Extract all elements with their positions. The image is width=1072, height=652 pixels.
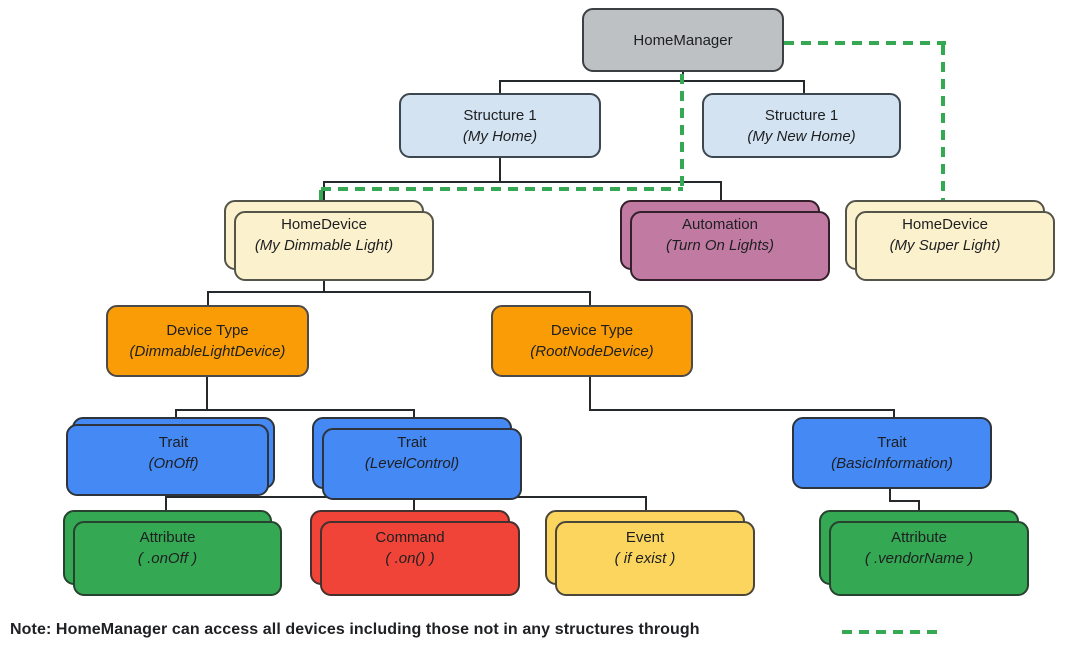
connector [207,292,209,305]
connector [720,182,722,200]
connector [889,500,920,502]
dashed-link-legend [842,630,940,634]
node-title: Attribute [139,528,196,546]
node-subtitle: (My Dimmable Light) [254,237,394,254]
connector [589,292,591,305]
node-title: Structure 1 [463,106,537,124]
dashed-link [321,187,683,191]
node-title: Attribute [891,528,947,546]
connector [589,377,591,410]
node-attribute-onoff: Attribute ( .onOff ) [63,510,272,585]
node-subtitle: ( .vendorName ) [864,549,974,567]
node-trait-basicinfo: Trait (BasicInformation) [792,417,992,489]
node-subtitle: (Turn On Lights) [665,237,775,254]
node-home-device-dimmable: HomeDevice (My Dimmable Light) [224,200,424,270]
node-title: HomeManager [633,31,733,49]
node-subtitle: ( .onOff ) [137,549,198,567]
dashed-link [680,74,684,188]
note-text: Note: HomeManager can access all devices… [10,621,700,638]
node-title: Trait [877,434,907,451]
connector [499,81,501,93]
node-subtitle: (OnOff) [148,455,199,472]
node-subtitle: ( if exist ) [614,549,676,567]
connector [645,497,647,510]
connector [207,291,591,293]
connector [589,409,895,411]
node-device-type-dimmable: Device Type (DimmableLightDevice) [106,305,309,377]
node-subtitle: (LevelControl) [364,455,460,472]
dashed-link [784,41,946,45]
node-structure-my-new-home: Structure 1 (My New Home) [702,93,901,158]
node-title: Command [375,528,445,546]
dashed-link [941,45,945,200]
node-trait-onoff: Trait (OnOff) [72,417,275,489]
node-subtitle: (My Super Light) [889,237,1001,254]
connector [413,410,415,417]
node-title: HomeDevice [902,216,988,233]
node-subtitle: (RootNodeDevice) [530,343,654,360]
connector [175,410,177,417]
node-title: HomeDevice [281,216,367,233]
node-subtitle: (DimmableLightDevice) [129,343,286,360]
connector [499,158,501,182]
node-attribute-vendorname: Attribute ( .vendorName ) [819,510,1019,585]
node-command-on: Command ( .on() ) [310,510,510,585]
connector [803,81,805,93]
connector [918,501,920,510]
connector [889,489,891,502]
node-subtitle: ( .on() ) [385,549,435,567]
node-subtitle: (BasicInformation) [831,455,953,472]
node-subtitle: (My Home) [462,127,538,145]
node-structure-my-home: Structure 1 (My Home) [399,93,601,158]
node-title: Event [625,528,665,546]
connector [206,377,208,410]
connector [323,182,325,200]
node-event-if-exist: Event ( if exist ) [545,510,745,585]
node-title: Trait [397,434,427,451]
node-title: Device Type [166,322,249,339]
node-title: Automation [682,216,758,233]
connector [499,80,805,82]
connector [413,490,415,510]
connector [165,497,167,510]
node-home-manager: HomeManager [582,8,784,72]
connector [175,409,415,411]
node-title: Trait [158,434,189,451]
node-automation: Automation (Turn On Lights) [620,200,820,270]
node-title: Structure 1 [764,106,839,124]
node-trait-levelcontrol: Trait (LevelControl) [312,417,512,489]
node-home-device-super: HomeDevice (My Super Light) [845,200,1045,270]
connector [323,181,722,183]
node-subtitle: (My New Home) [747,127,856,145]
node-device-type-root: Device Type (RootNodeDevice) [491,305,693,377]
connector [323,276,325,292]
connector [893,410,895,417]
node-title: Device Type [550,322,634,339]
dashed-link [319,190,323,200]
